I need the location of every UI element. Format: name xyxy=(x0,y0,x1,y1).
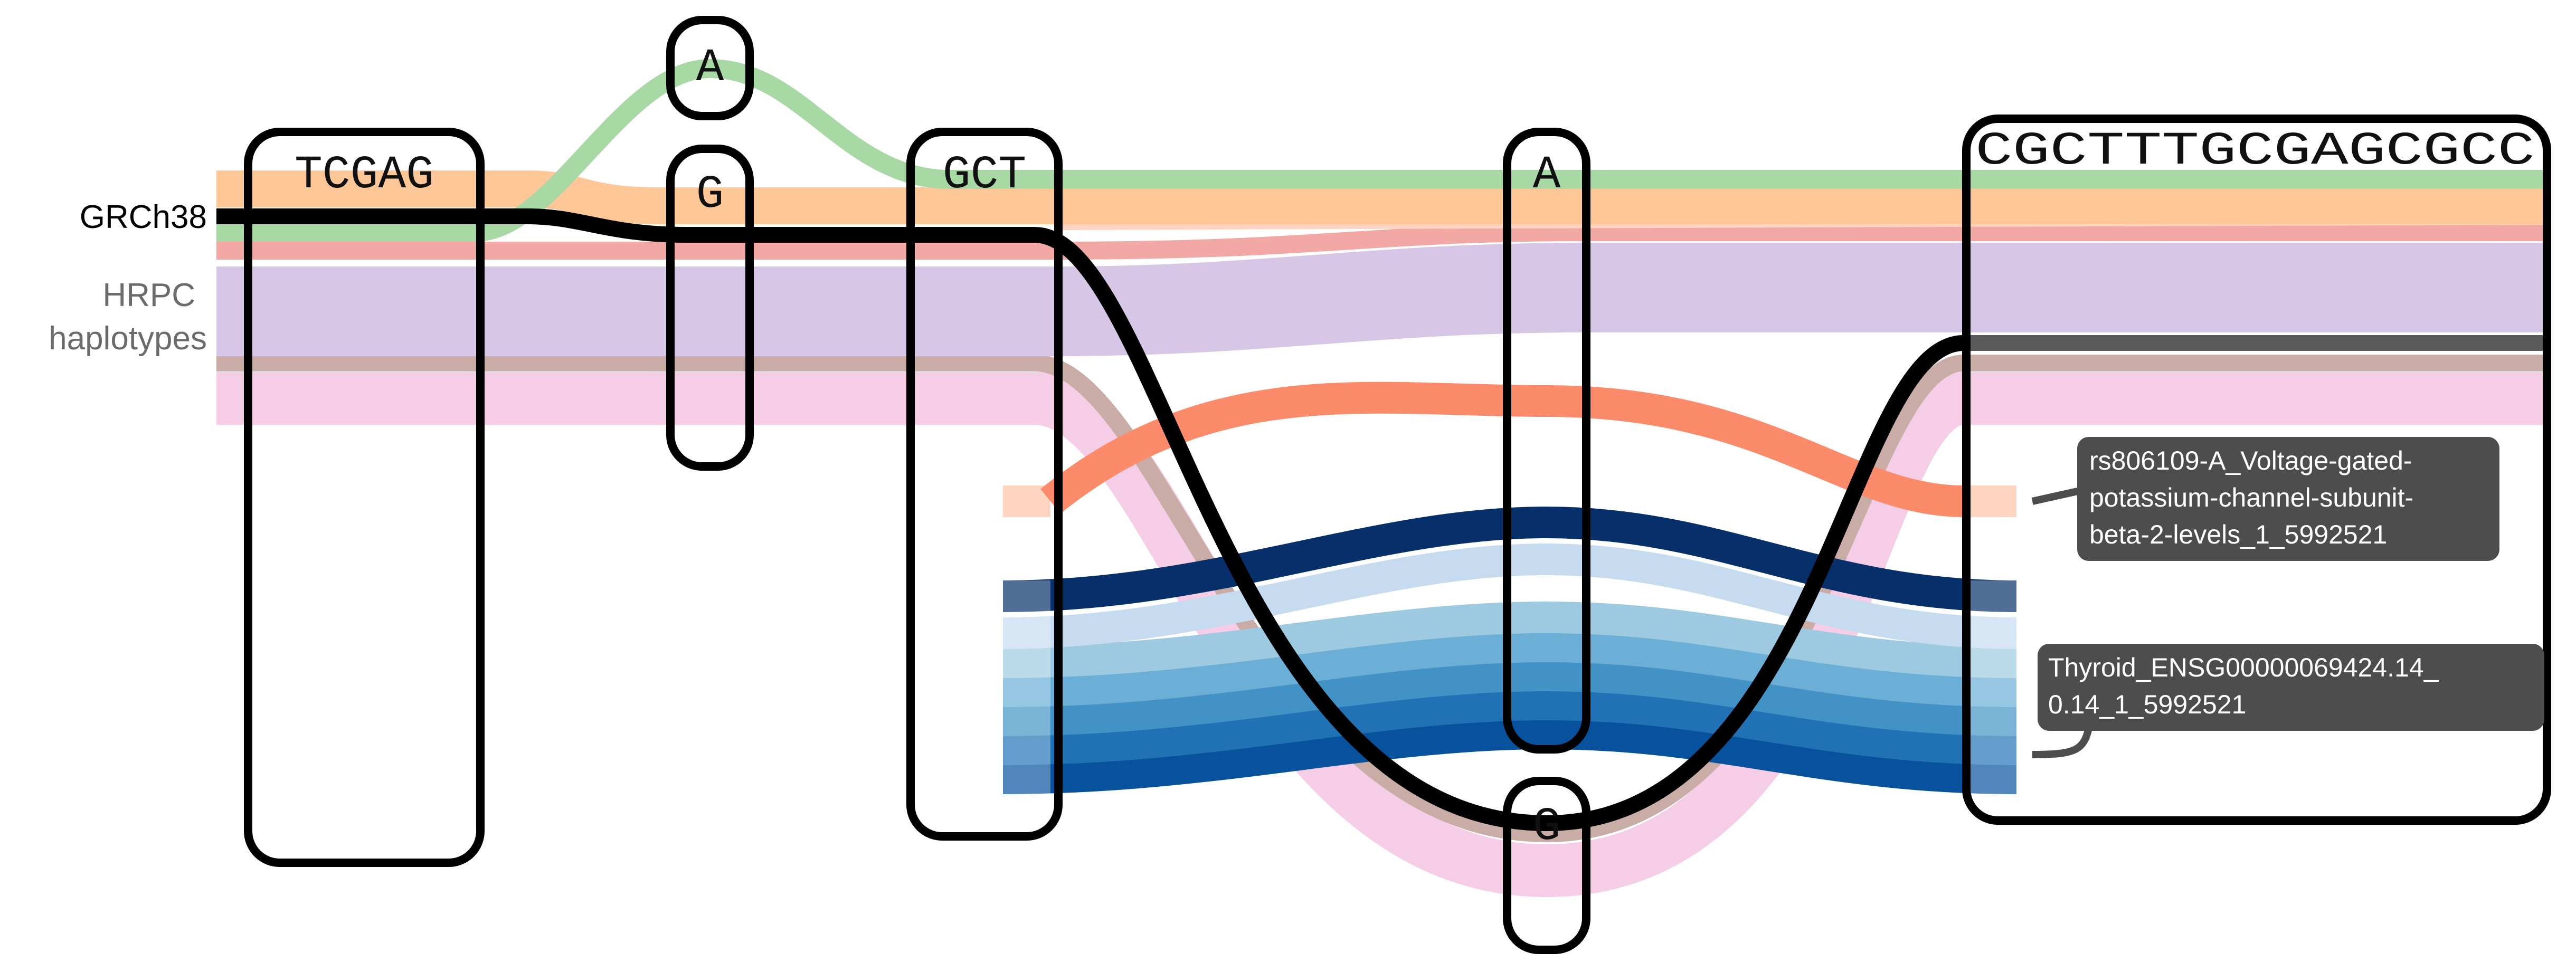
node-box-g-bottom[interactable] xyxy=(1503,777,1590,954)
track-blue-1 xyxy=(1002,543,2017,649)
node-box-a-mid[interactable] xyxy=(1503,128,1590,754)
node-box-g-top[interactable] xyxy=(666,145,754,471)
label-haplotypes-line2: haplotypes xyxy=(49,320,207,357)
node-seq-a-mid: A xyxy=(1533,149,1561,202)
node-box-a-top[interactable] xyxy=(666,16,754,120)
tooltip-thyroid-bg xyxy=(2038,644,2544,731)
blue-cap-right xyxy=(1969,580,2016,797)
tooltip-eqtl-line1: rs806109-A_Voltage-gated- xyxy=(2089,446,2412,475)
tooltip-eqtl-pointer xyxy=(2031,487,2081,505)
label-reference: GRCh38 xyxy=(80,199,207,235)
track-blue-6 xyxy=(1002,717,2017,794)
label-haplotypes-line1: HRPC xyxy=(102,277,195,313)
track-pink xyxy=(216,372,2544,898)
node-seq-g-bottom: G xyxy=(1533,801,1561,853)
nodes: TCGAG A G GCT A G CGCTTTGCGAGCGCC xyxy=(244,16,2551,954)
track-blue-3 xyxy=(1002,630,2017,707)
tooltip-thyroid[interactable]: Thyroid_ENSG00000069424.14_ 0.14_1_59925… xyxy=(2032,644,2544,758)
tooltip-thyroid-line1: Thyroid_ENSG00000069424.14_ xyxy=(2048,653,2439,682)
node-seq-a-top: A xyxy=(696,42,724,94)
blue-cap-left xyxy=(1003,580,1050,797)
tooltip-eqtl-bg xyxy=(2077,437,2499,561)
node-seq-gct: GCT xyxy=(943,149,1026,202)
tooltip-eqtl-line3: beta-2-levels_1_5992521 xyxy=(2089,520,2387,549)
node-seq-long: CGCTTTGCGAGCGCC xyxy=(1975,126,2535,178)
tooltip-thyroid-line2: 0.14_1_5992521 xyxy=(2048,690,2246,719)
track-blue-2 xyxy=(1002,601,2017,678)
node-box-long[interactable] xyxy=(1962,115,2551,825)
track-blue-4 xyxy=(1002,659,2017,736)
eqtl-tracks xyxy=(1003,382,2016,517)
node-box-gct[interactable] xyxy=(906,128,1063,841)
node-seq-tcgag: TCGAG xyxy=(295,149,434,202)
tooltip-eqtl-line2: potassium-channel-subunit- xyxy=(2089,483,2413,512)
track-green xyxy=(216,59,2544,242)
track-purple xyxy=(216,243,2544,356)
track-salmon xyxy=(1040,382,1964,517)
node-seq-g-top: G xyxy=(696,169,724,221)
haplotype-tracks xyxy=(216,59,2545,898)
expression-tracks xyxy=(1002,506,2017,797)
track-blue-5 xyxy=(1002,688,2017,765)
tooltip-eqtl[interactable]: rs806109-A_Voltage-gated- potassium-chan… xyxy=(2031,437,2499,561)
track-orange xyxy=(216,170,2544,224)
node-box-tcgag[interactable] xyxy=(244,128,485,867)
track-navy xyxy=(1002,506,2017,612)
